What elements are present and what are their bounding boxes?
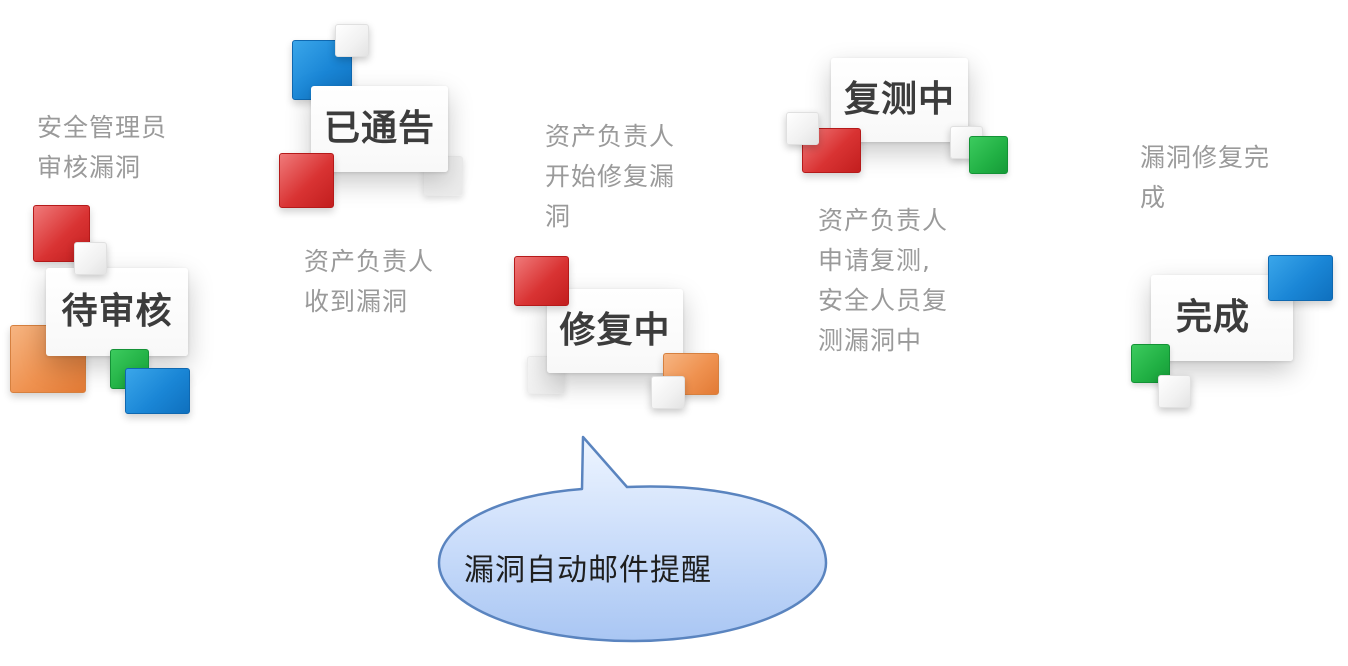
decor-blue-square [125, 368, 190, 414]
stage-repairing-label: 修复中 [559, 310, 671, 351]
stage-repairing-description: 资产负责人 开始修复漏 洞 [545, 122, 676, 231]
decor-white-square [651, 376, 685, 409]
stage-pending-card: 待审核 [46, 268, 188, 356]
callout-text: 漏洞自动邮件提醒 [464, 553, 712, 588]
stage-notified-label: 已通告 [323, 108, 435, 149]
decor-white-square [786, 112, 819, 145]
decor-white-square [1158, 375, 1191, 408]
stage-done-label: 完成 [1175, 297, 1250, 338]
stage-retesting-description: 资产负责人 申请复测, 安全人员复 测漏洞中 [818, 206, 949, 355]
callout-bubble-shape [437, 435, 828, 643]
stage-repairing-card: 修复中 [547, 289, 683, 373]
decor-red-square [514, 256, 569, 306]
decor-white-square [74, 242, 107, 275]
stage-pending-description: 安全管理员 审核漏洞 [37, 113, 168, 182]
stage-notified-description: 资产负责人 收到漏洞 [304, 247, 435, 316]
decor-white-square [335, 24, 369, 57]
stage-done-card: 完成 [1151, 275, 1293, 361]
stage-pending-label: 待审核 [61, 291, 173, 332]
stage-done-description: 漏洞修复完 成 [1140, 143, 1271, 212]
decor-blue-square [1268, 255, 1333, 301]
decor-red-square [279, 153, 334, 208]
decor-green-square [969, 136, 1008, 174]
stage-retesting-label: 复测中 [843, 79, 955, 120]
